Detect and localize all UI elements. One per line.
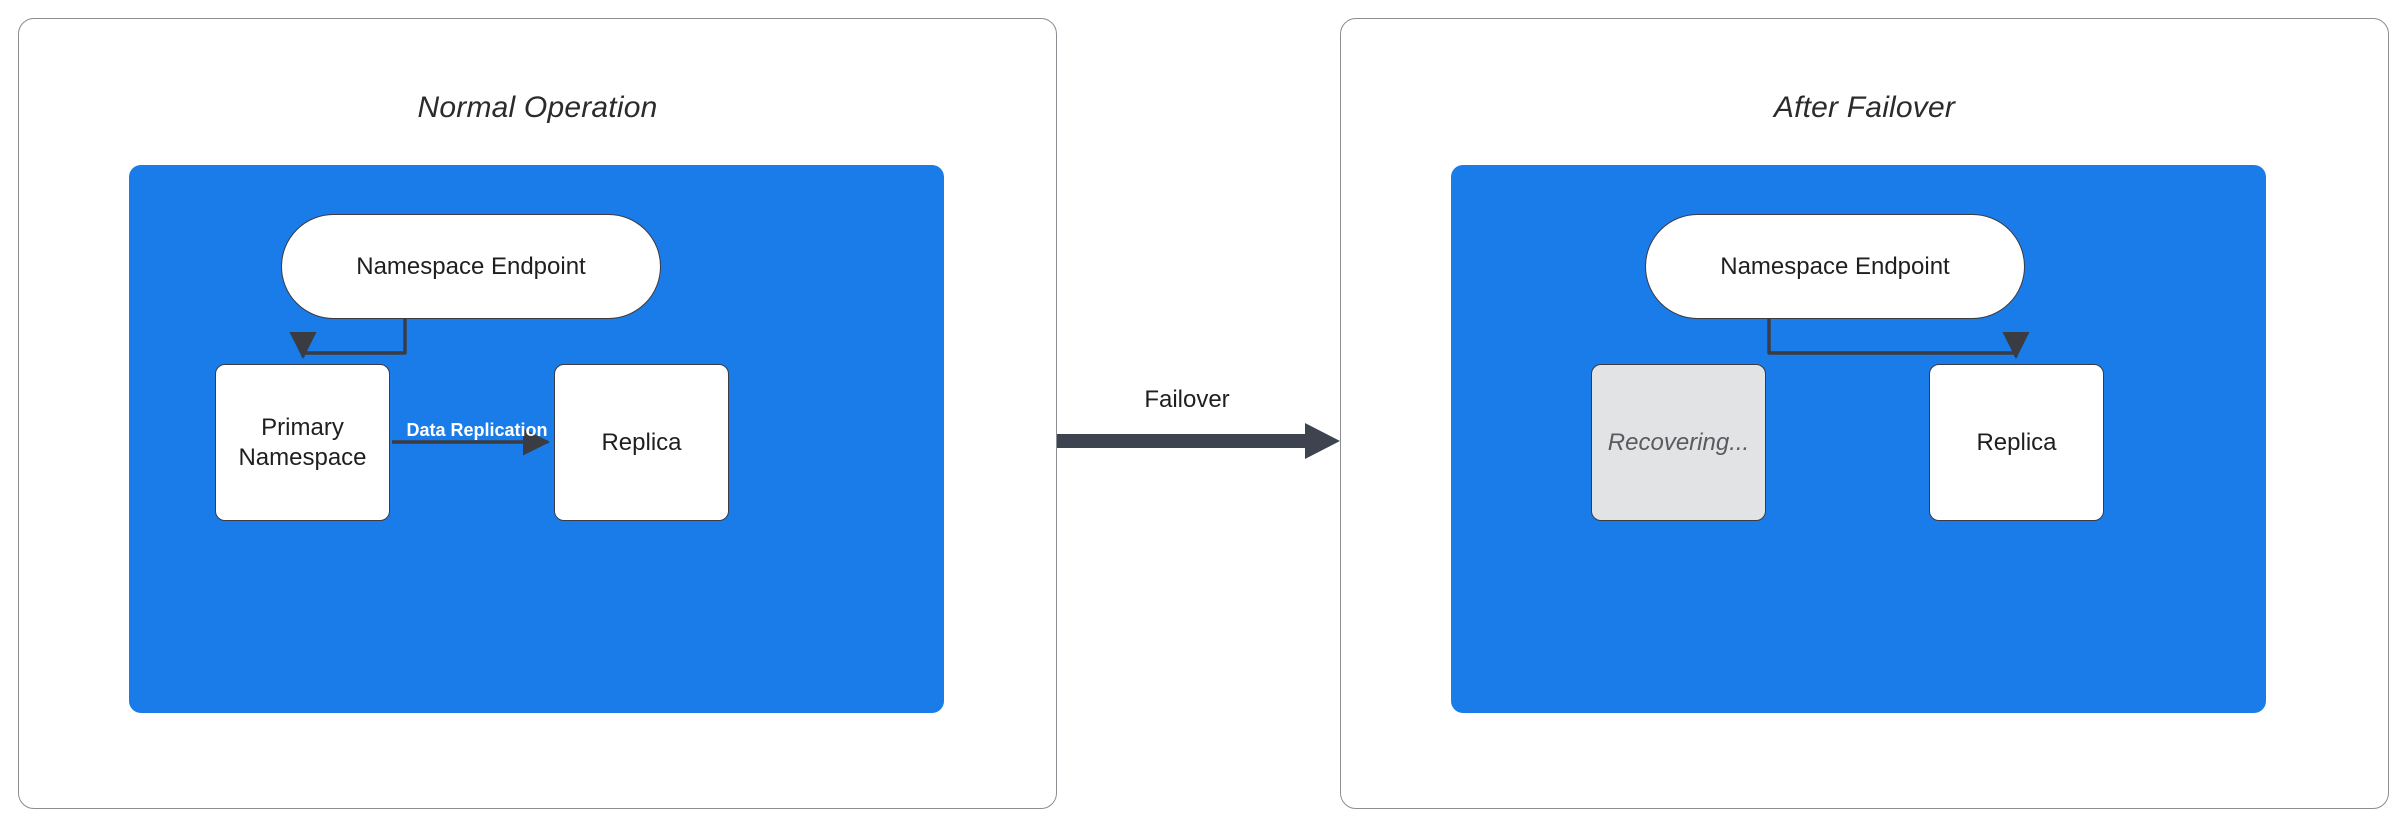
failover-transition: Failover	[1057, 386, 1342, 476]
panel-normal-operation: Normal Operation Namespace Endpoint Prim…	[18, 18, 1057, 809]
node-primary-namespace-label-line2: Namespace	[238, 443, 367, 471]
node-namespace-endpoint[interactable]: Namespace Endpoint	[281, 214, 661, 319]
node-namespace-endpoint[interactable]: Namespace Endpoint	[1645, 214, 2025, 319]
node-primary-namespace-label-line1: Primary	[261, 413, 344, 441]
node-replica[interactable]: Replica	[1929, 364, 2104, 521]
edge-endpoint-to-replica	[1767, 319, 2030, 360]
node-replica[interactable]: Replica	[554, 364, 729, 521]
node-primary-namespace[interactable]: Primary Namespace	[215, 364, 390, 521]
panel-after-failover: After Failover Namespace Endpoint Recove…	[1340, 18, 2389, 809]
edge-endpoint-to-primary	[289, 319, 407, 360]
blue-region-after-failover: Namespace Endpoint Recovering... Replica	[1451, 165, 2266, 713]
failover-label: Failover	[1144, 386, 1230, 413]
blue-region-normal-operation: Namespace Endpoint Primary Namespace Rep…	[129, 165, 944, 713]
failover-arrow-icon	[1057, 423, 1340, 459]
panel-title-after-failover: After Failover	[1773, 91, 1956, 124]
node-recovering[interactable]: Recovering...	[1591, 364, 1766, 521]
node-primary-namespace-label: Primary Namespace	[238, 413, 366, 473]
panel-title-normal-operation: Normal Operation	[417, 91, 658, 124]
edge-label-data-replication: Data Replication	[406, 420, 548, 440]
